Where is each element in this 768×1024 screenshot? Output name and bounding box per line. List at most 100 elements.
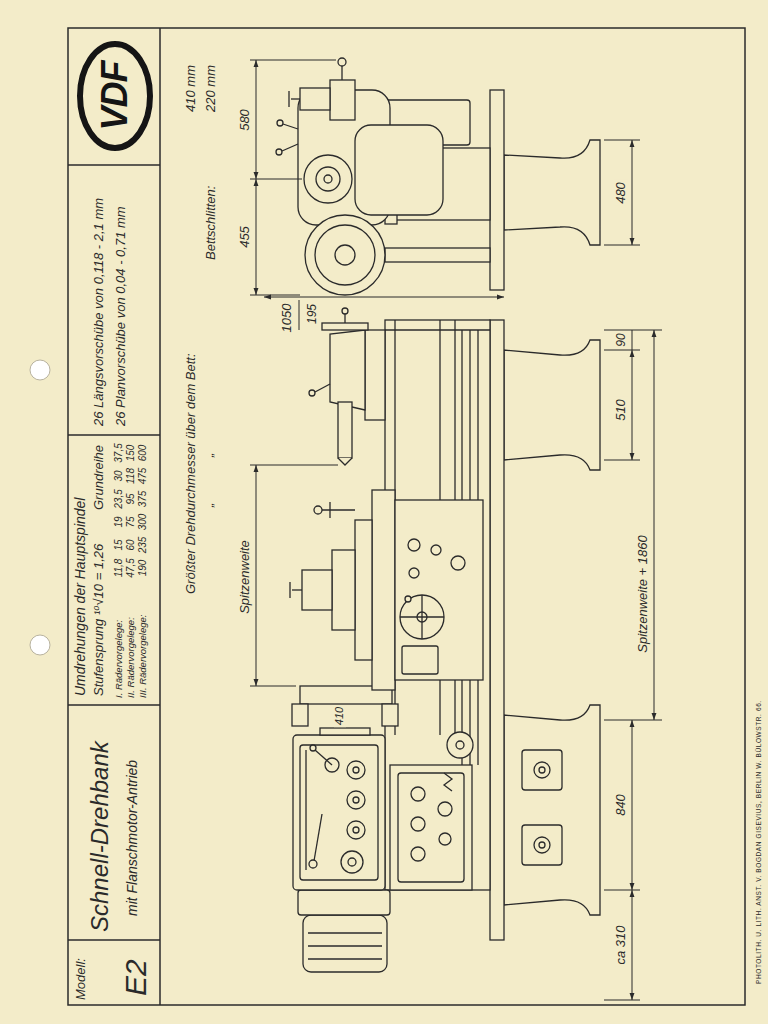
lathe-side-view-part (408, 539, 420, 551)
lathe-side-view-part (310, 745, 316, 751)
lathe-side-view-part (522, 825, 562, 865)
lathe-side-view-part (308, 932, 382, 933)
lathe-side-view-part (372, 490, 395, 690)
table-cell: 15 (114, 539, 125, 550)
title-frame-part (68, 434, 160, 436)
table-cell: 190 (138, 560, 149, 577)
model-label: Modell: (74, 958, 88, 1000)
lathe-side-view-part (289, 582, 290, 598)
model-number: E2 (120, 959, 152, 996)
table-heading: Grundreihe (92, 445, 106, 510)
punch-hole (30, 360, 50, 655)
dimension-line-part (250, 295, 300, 296)
punch-hole-part (30, 635, 50, 655)
lathe-side-view-part (444, 773, 452, 791)
table-cell-holder: 37,5 (108, 443, 126, 462)
table-cell-holder: 190 (132, 560, 150, 577)
dimension-line-part (604, 1000, 640, 1001)
table-cell-holder: 11,8 (108, 559, 126, 578)
lathe-side-view-part (292, 704, 308, 726)
spec-text-holder: 26 Planvorschübe von 0,04 - 0,71 mm (111, 206, 129, 426)
lathe-side-view-part (398, 773, 464, 882)
lathe-side-view-part (315, 750, 332, 765)
lathe-side-view-part (302, 570, 332, 610)
punch-hole-part (30, 360, 50, 380)
lathe-side-view-part (293, 735, 385, 890)
table-cell-holder: 95 (120, 493, 138, 504)
spec-text: Bettschlitten: (204, 186, 218, 260)
dimension-label: 455 (238, 224, 252, 250)
lathe-side-view-part (292, 589, 302, 590)
lathe-side-view-part (438, 802, 452, 816)
lathe-side-view-part (322, 323, 368, 330)
dimension-line-part (264, 297, 504, 298)
table-cell-holder: 47,5 (120, 558, 138, 577)
dimension-label: 90 (615, 331, 628, 348)
lathe-side-view-part (400, 595, 444, 639)
dimension-label-holder: Spitzenweite (235, 538, 253, 616)
table-heading: Stufensprung ¹⁰√10 = 1,26 (92, 544, 106, 696)
table-heading-holder: Umdrehungen der Hauptspindel (71, 498, 89, 696)
lathe-side-view-part (385, 320, 490, 890)
table-cell: 300 (138, 514, 149, 531)
table-cell: 118 (126, 468, 137, 484)
lathe-side-view-part (365, 330, 385, 420)
dimension-line-part (632, 890, 633, 1000)
title-frame-part (68, 164, 160, 166)
lathe-side-view-part (305, 750, 306, 870)
table-row-label: III. Rädervorgelege: (138, 615, 148, 698)
lathe-side-view-part (405, 596, 411, 602)
lathe-side-view-part (298, 890, 390, 915)
dimension-label: 1050 (280, 302, 294, 335)
lathe-side-view-part (308, 945, 382, 946)
lathe-side-view-part (314, 506, 322, 514)
table-cell: 150 (126, 445, 137, 462)
lathe-side-view-part (308, 958, 382, 959)
dimension-label: ca 310 (614, 923, 628, 966)
lathe-side-view-part (431, 545, 441, 555)
dimension-line-part (632, 720, 633, 890)
dimension-label-holder: Spitzenweite + 1860 (633, 533, 651, 654)
table-cell-holder: 23,5 (108, 489, 126, 508)
subtitle: mit Flanschmotor-Antrieb (125, 760, 140, 916)
table-cell: 47,5 (126, 558, 137, 577)
model-label-holder: Modell: (71, 958, 89, 1000)
table-cell-holder: 118 (120, 468, 138, 484)
dimension-line-part (256, 179, 257, 295)
lathe-side-view (290, 308, 600, 972)
logo-text: VDF (96, 62, 134, 131)
lathe-side-view-part (439, 833, 451, 845)
table-row-label: II. Rädervorgelege: (126, 617, 136, 698)
dimension-label: 195 (306, 302, 319, 326)
lathe-side-view-part (451, 556, 465, 570)
lathe-side-view-part (411, 817, 425, 831)
spec-text-holder: Bettschlitten: (201, 186, 219, 260)
table-cell: 75 (126, 516, 137, 527)
lathe-side-view-part (390, 765, 472, 890)
lathe-side-view-part (456, 741, 464, 749)
lathe-end-view-part (330, 80, 355, 120)
dimension-line-part (604, 350, 640, 351)
lathe-side-view-part (303, 915, 387, 972)
table-cell: 375 (138, 491, 149, 508)
dimension-label: 510 (614, 397, 628, 423)
lathe-end-view-part (355, 125, 443, 215)
dimension-line-part (250, 686, 296, 687)
logo-ring (80, 44, 150, 148)
lathe-side-view-part (353, 767, 359, 773)
dimension-line-part (604, 890, 640, 891)
lathe-end-view-part (304, 155, 352, 203)
dimension-label-holder: 840 (611, 792, 629, 818)
table-cell: 600 (138, 445, 149, 462)
table-heading-holder: Stufensprung ¹⁰√10 = 1,26 (89, 544, 107, 696)
spec-value: 220 mm (204, 65, 218, 112)
lathe-side-view-part (353, 797, 359, 803)
lathe-side-view-part (522, 750, 562, 790)
lathe-side-view-part (348, 858, 356, 866)
table-cell-holder: 300 (132, 514, 150, 531)
title-text: Schnell-Drehbank (87, 741, 112, 932)
title-frame (68, 28, 745, 1005)
table-cell-holder: 475 (132, 468, 150, 485)
lathe-side-view-part (347, 791, 365, 809)
